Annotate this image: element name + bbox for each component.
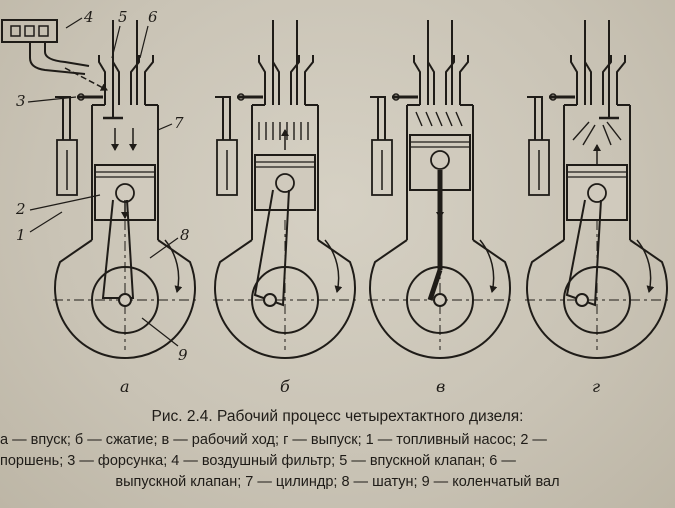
engine-panel-exhaust [525,20,669,358]
label-4: 4 [83,8,94,26]
engine-panel-compression [213,20,357,358]
label-5: 5 [118,8,128,26]
caption-line-1: а — впуск; б — сжатие; в — рабочий ход; … [0,432,547,448]
engine-panel-intake [1,19,197,358]
label-1: 1 [16,226,26,244]
caption-line-3: выпускной клапан; 7 — цилиндр; 8 — шатун… [115,474,560,490]
panel-label-b: б [280,377,290,396]
label-7: 7 [174,114,184,132]
panel-label-v: в [436,377,445,396]
label-9: 9 [178,346,188,364]
label-3: 3 [16,92,26,110]
label-2: 2 [15,200,26,218]
figure-caption: Рис. 2.4. Рабочий процесс четырехтактног… [0,406,675,506]
caption-title: Рис. 2.4. Рабочий процесс четырехтактног… [151,408,524,425]
engine-stroke-diagram: 4 5 6 3 7 2 1 8 9 а б в г [1,8,675,396]
panel-label-g: г [592,377,600,396]
label-6: 6 [148,8,158,26]
label-8: 8 [180,226,190,244]
engine-panel-power [368,20,512,358]
panel-label-a: а [120,377,130,396]
caption-line-2: поршень; 3 — форсунка; 4 — воздушный фил… [0,453,516,469]
